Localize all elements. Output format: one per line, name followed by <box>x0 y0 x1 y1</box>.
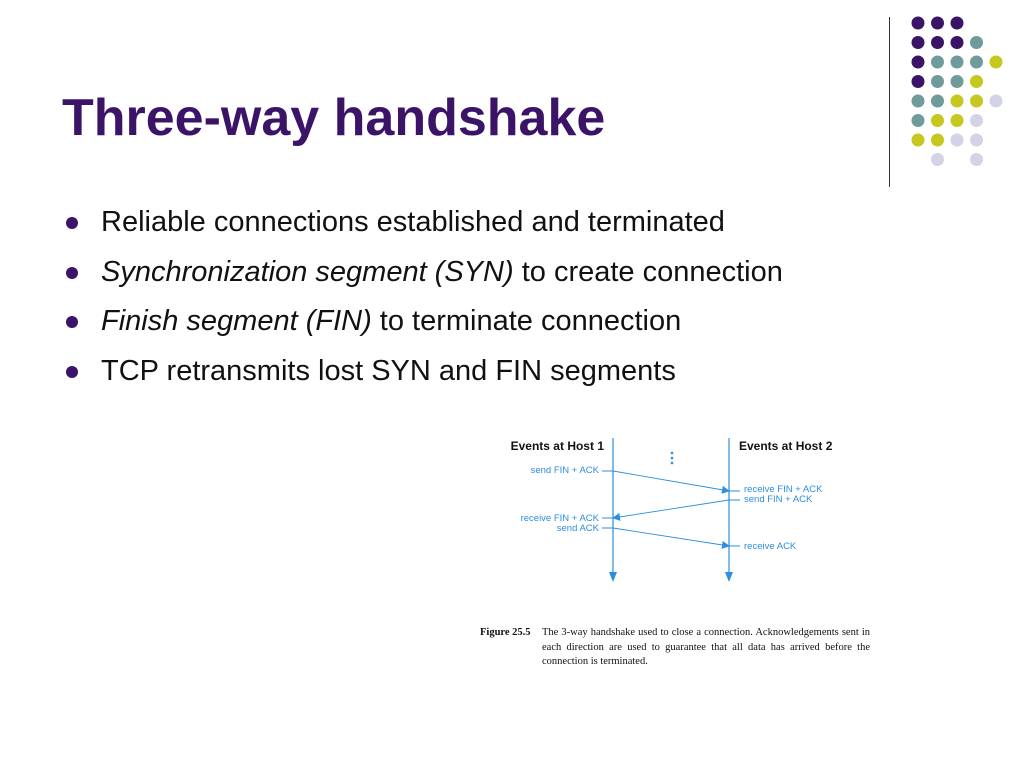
h2-send-fin-ack-label: send FIN + ACK <box>744 494 813 505</box>
decorative-dot-grid <box>911 16 1003 166</box>
figure-caption-label: Figure 25.5 <box>480 627 531 638</box>
decorative-dot <box>931 133 944 147</box>
decorative-dot <box>950 55 964 69</box>
bullet-icon <box>66 316 78 328</box>
decorative-dot <box>931 94 944 108</box>
host2-label: Events at Host 2 <box>739 439 833 453</box>
host1-label: Events at Host 1 <box>511 439 605 453</box>
decorative-dot <box>950 75 964 88</box>
bullet-item: TCP retransmits lost SYN and FIN segment… <box>62 347 783 397</box>
slide-title: Three-way handshake <box>62 89 606 147</box>
h2-receive-ack-label: receive ACK <box>744 541 797 552</box>
figure-caption: Figure 25.5 The 3-way handshake used to … <box>480 626 870 670</box>
fin-ack-message-arrow <box>612 470 730 494</box>
bullet-text: TCP retransmits lost SYN and FIN segment… <box>101 354 676 387</box>
decorative-dot <box>950 16 964 30</box>
bullet-italic: Synchronization segment (SYN) <box>101 255 514 288</box>
decorative-dot <box>989 55 1003 69</box>
decorative-dot <box>911 94 925 108</box>
decorative-dot <box>970 94 983 108</box>
decorative-dot <box>950 133 964 147</box>
h1-send-ack-label: send ACK <box>557 523 600 534</box>
bullet-list: Reliable connections established and ter… <box>62 198 783 396</box>
decorative-dot <box>931 55 944 69</box>
bullet-item: Reliable connections established and ter… <box>62 198 783 248</box>
ack-message-arrow <box>612 527 730 549</box>
bullet-icon <box>66 217 78 229</box>
bullet-item: Synchronization segment (SYN) to create … <box>62 248 783 298</box>
bullet-italic: Finish segment (FIN) <box>101 305 372 337</box>
host2-timeline-arrowhead <box>725 572 733 582</box>
decorative-dot <box>970 114 983 127</box>
decorative-dot <box>911 36 925 49</box>
decorative-dot <box>970 133 983 147</box>
decorative-dot <box>931 16 944 30</box>
decorative-dot <box>950 114 964 127</box>
ellipsis-marker <box>670 451 674 465</box>
decorative-dot <box>931 36 944 49</box>
decorative-dot <box>911 16 925 30</box>
h2-receive-fin-ack-label: receive FIN + ACK <box>744 484 823 495</box>
decorative-dot <box>931 153 944 166</box>
decorative-dot <box>931 75 944 88</box>
bullet-text: Reliable connections established and ter… <box>101 206 725 238</box>
decorative-dot <box>970 153 983 166</box>
decorative-divider <box>889 17 890 187</box>
bullet-item: Finish segment (FIN) to terminate connec… <box>62 297 783 347</box>
h1-receive-fin-ack-label: receive FIN + ACK <box>521 513 600 524</box>
decorative-dot <box>950 94 964 108</box>
fin-ack-reply-arrow <box>612 499 730 521</box>
decorative-dot <box>911 133 925 147</box>
decorative-dot <box>970 75 983 88</box>
decorative-dot <box>911 114 925 127</box>
figure-caption-text: The 3-way handshake used to close a conn… <box>542 627 870 667</box>
decorative-dot <box>911 55 925 69</box>
decorative-dot <box>931 114 944 127</box>
decorative-dot <box>989 94 1003 108</box>
handshake-figure: Events at Host 1 Events at Host 2 send F… <box>511 438 833 582</box>
decorative-dot <box>911 75 925 88</box>
bullet-icon <box>66 365 78 378</box>
h1-send-fin-ack-label: send FIN + ACK <box>531 465 600 476</box>
bullet-icon <box>66 266 78 279</box>
decorative-dot <box>970 55 983 69</box>
bullet-text: to terminate connection <box>371 305 682 337</box>
decorative-dot <box>970 36 983 49</box>
bullet-text: to create connection <box>513 255 783 288</box>
host1-timeline-arrowhead <box>609 572 617 582</box>
decorative-dot <box>950 36 964 49</box>
